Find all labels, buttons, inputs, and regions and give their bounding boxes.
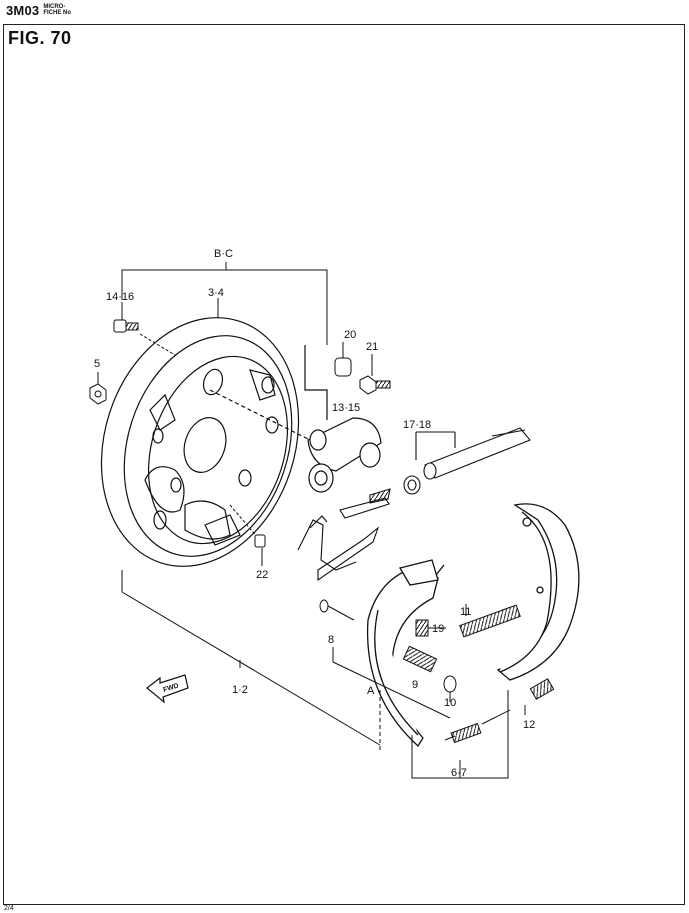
- figure-title: FIG. 70: [8, 28, 72, 48]
- nut-5: [89, 372, 107, 405]
- microfiche-label-line1: MICRO-: [43, 4, 66, 10]
- label-fwd: FWD: [162, 682, 179, 694]
- pin-22: [229, 504, 266, 566]
- label-13-15: 13·15: [332, 402, 360, 414]
- bleeder-screw-21: [359, 354, 391, 395]
- label-12: 12: [523, 719, 535, 731]
- label-22: 22: [256, 569, 268, 581]
- footer-text: 2/4: [4, 905, 14, 912]
- microfiche-label-line2: FICHE No: [43, 10, 71, 16]
- parking-rod: [403, 427, 531, 495]
- fwd-arrow: [146, 674, 189, 704]
- label-8: 8: [328, 634, 334, 646]
- header: 3M03 MICRO- FICHE No: [6, 3, 71, 18]
- microfiche-code: 3M03: [6, 3, 40, 18]
- label-17-18: 17·18: [403, 419, 431, 431]
- bracket-1-2: [121, 570, 381, 750]
- bolt-14-16: [113, 319, 176, 356]
- hold-down-spring-9: [402, 645, 438, 673]
- adjuster-lever: [297, 488, 391, 582]
- brake-shoe-b: [496, 503, 580, 681]
- backing-plate: [100, 317, 300, 567]
- spring-19: [415, 619, 446, 637]
- label-11: 11: [460, 606, 471, 618]
- label-20: 20: [344, 329, 356, 341]
- label-5: 5: [94, 358, 100, 370]
- figure-frame: [3, 24, 685, 905]
- label-14-16: 14·16: [106, 291, 134, 303]
- microfiche-label: MICRO- FICHE No: [43, 4, 71, 16]
- spring-12: [444, 678, 555, 744]
- label-19: 19: [432, 623, 444, 635]
- label-21: 21: [366, 341, 378, 353]
- label-1-2: 1·2: [232, 684, 248, 696]
- bracket-6-7: [411, 690, 509, 779]
- callouts: B·C 14·16 3·4 5 20 21 13·15 17·18 22 11 …: [94, 248, 535, 779]
- label-9: 9: [412, 679, 418, 691]
- label-bc: B·C: [214, 248, 233, 260]
- spring-11: [459, 604, 521, 638]
- label-3-4: 3·4: [208, 287, 224, 299]
- hold-down-pin-8: [319, 599, 451, 719]
- label-a: A: [367, 685, 375, 697]
- label-10: 10: [444, 697, 456, 709]
- brake-shoe-a: [366, 559, 445, 748]
- retainer-10: [443, 675, 457, 702]
- bc-bracket: [121, 262, 328, 345]
- wheel-cylinder: [209, 345, 382, 493]
- label-6-7: 6·7: [451, 767, 467, 779]
- cap-20: [334, 342, 352, 377]
